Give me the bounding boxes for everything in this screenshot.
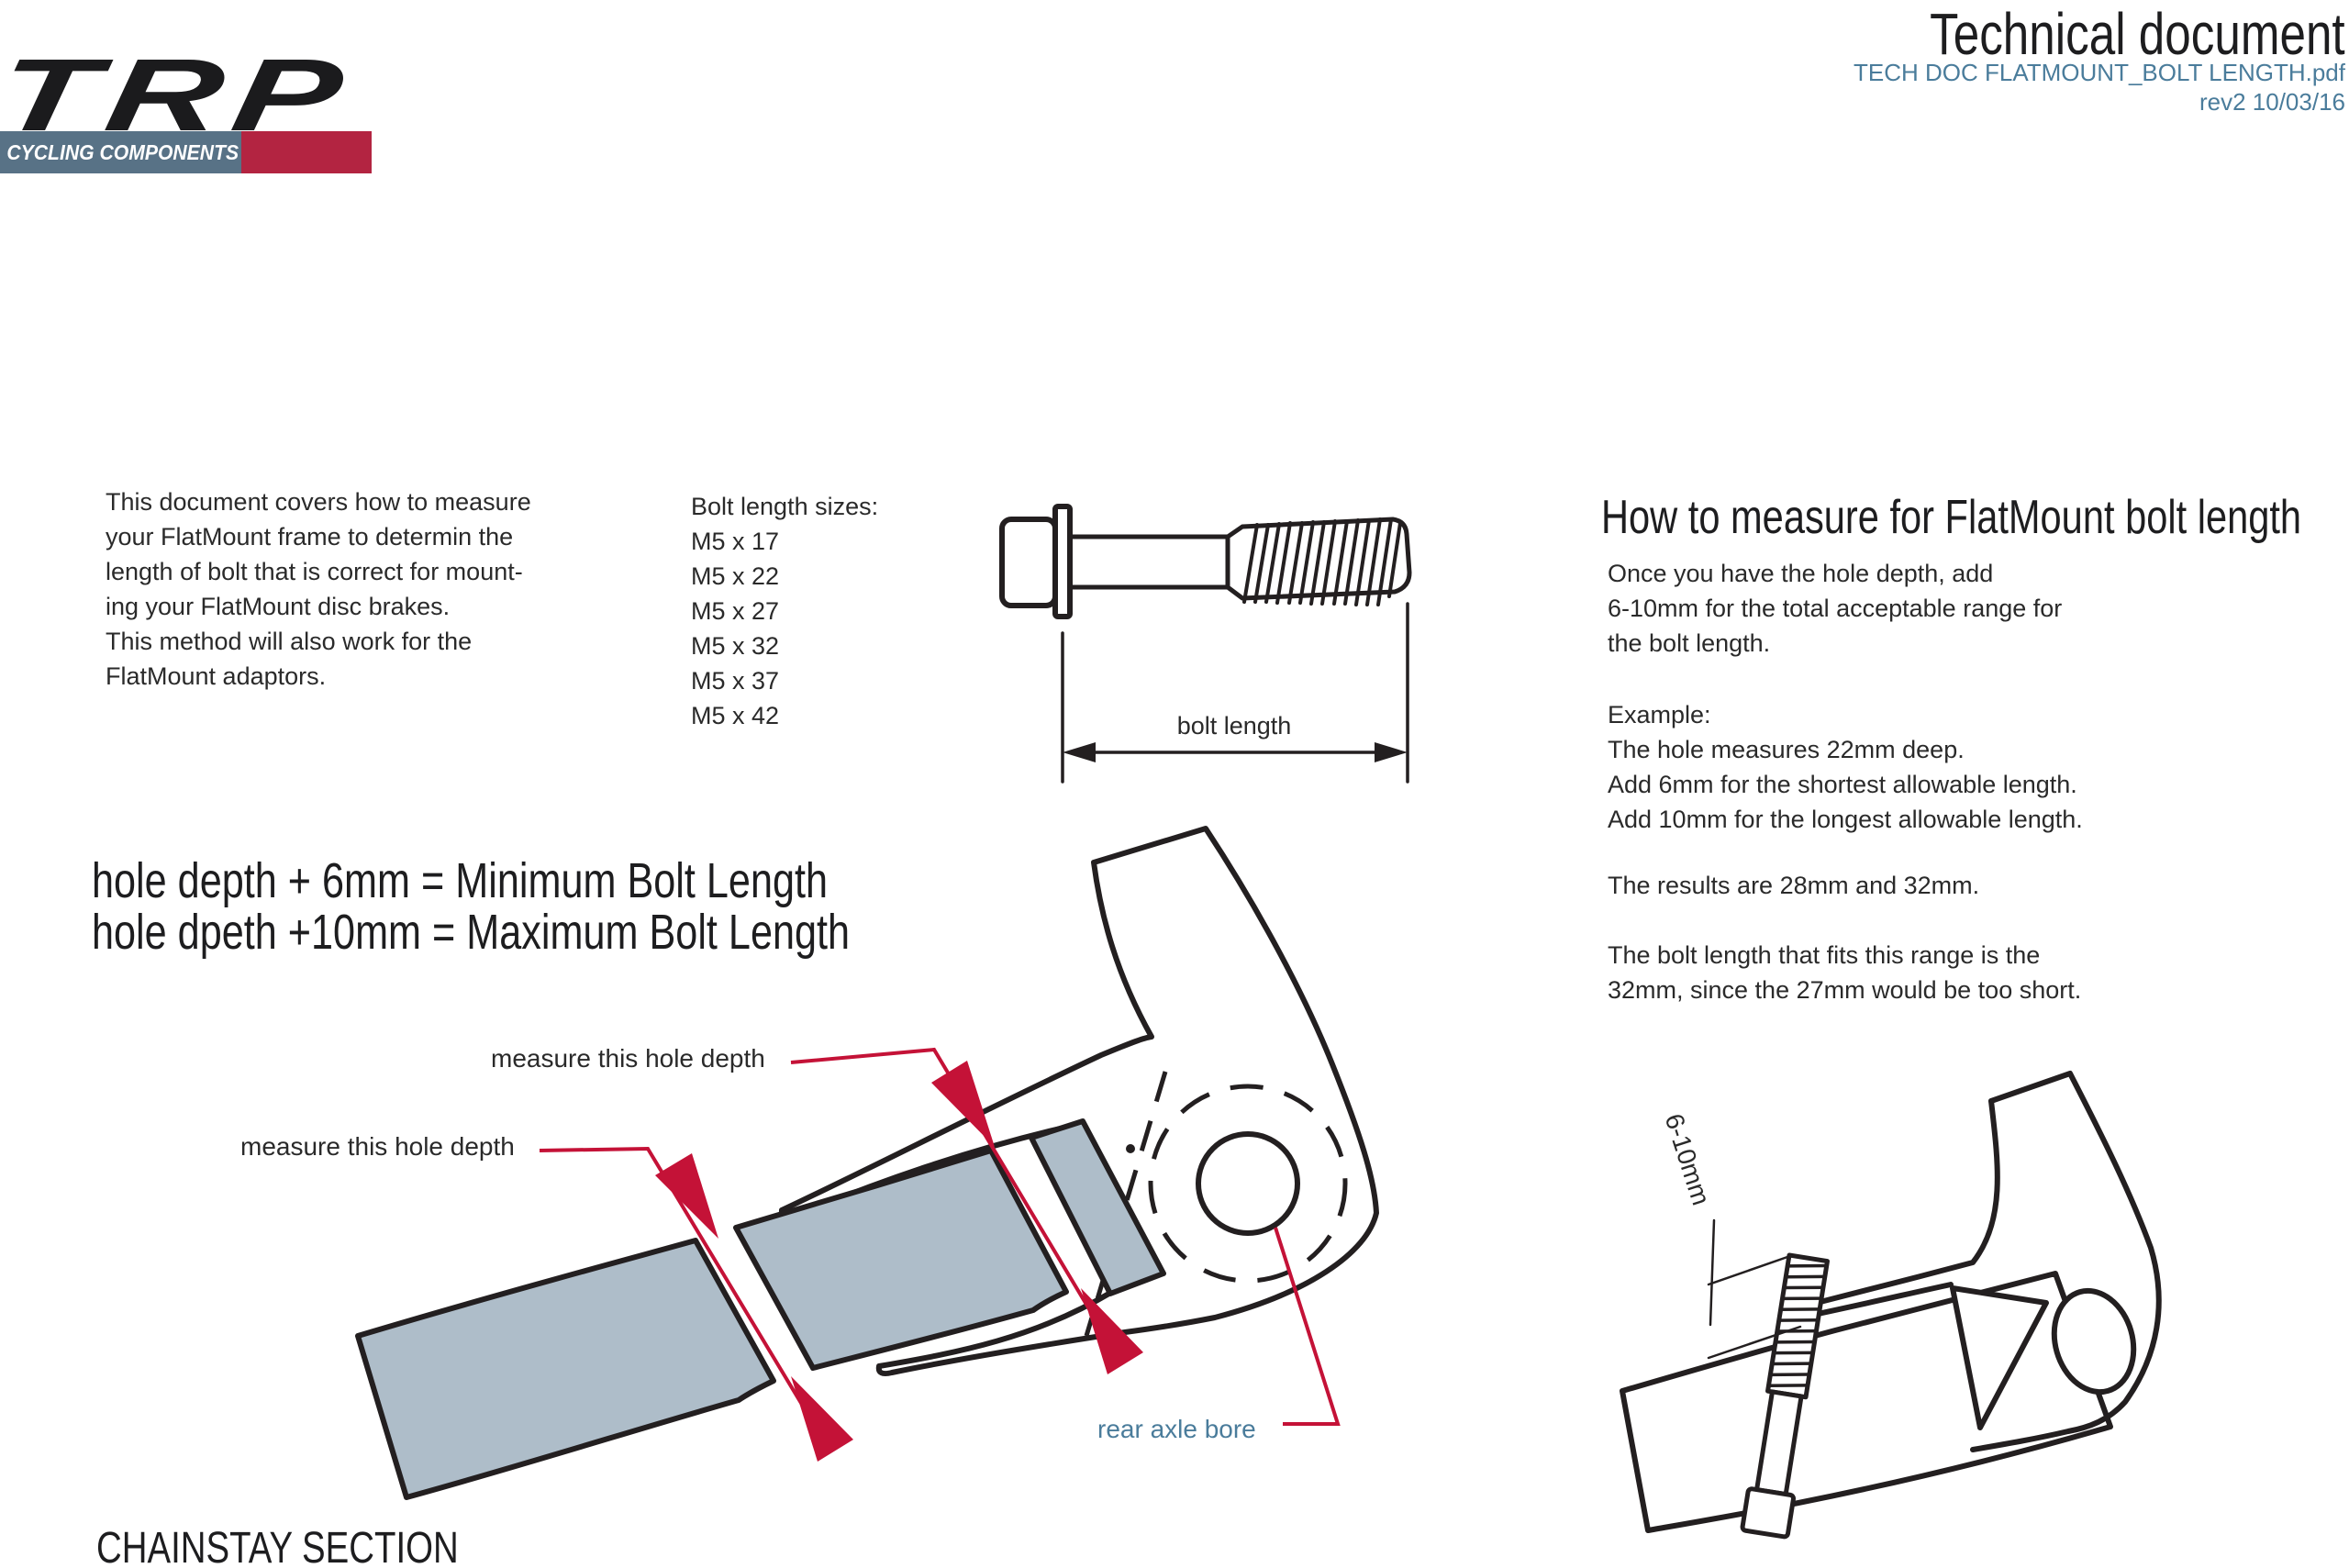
example-line: Example: [1608,701,1711,728]
side-axle-oval [2051,1287,2137,1396]
bolt-size-list: Bolt length sizes: M5 x 17 M5 x 22 M5 x … [691,489,878,733]
side-bolt-head [1740,1486,1796,1540]
conclusion-block: The bolt length that fits this range is … [1608,938,2081,1007]
conclusion-line: 32mm, since the 27mm would be too short. [1608,976,2082,1004]
bolt-diagram [999,504,1412,784]
axle-dashed-circle [1148,1084,1348,1284]
flatmount-dropout-outline [778,826,1379,1377]
example-line: Add 6mm for the shortest allowable lengt… [1608,771,2077,798]
hole2-leader-line [790,1047,1116,1352]
bolt-size-list-title: Bolt length sizes: [691,493,879,520]
how-to-heading: How to measure for FlatMount bolt length [1601,491,2302,544]
intro-line: FlatMount adaptors. [106,662,327,690]
tube-segment-right [1029,1118,1166,1296]
side-bolt-thread-hatch [1766,1263,1829,1387]
example-line: The hole measures 22mm deep. [1608,736,1965,763]
doc-revision: rev2 10/03/16 [2199,88,2345,116]
intro-line: This method will also work for the [106,628,473,655]
side-triangle-cutout [1950,1285,2049,1430]
example-block: Example: The hole measures 22mm deep. Ad… [1608,697,2083,837]
rear-axle-bore-circle [1196,1131,1300,1236]
bolt-head [999,517,1058,608]
logo-bar-blue: CYCLING COMPONENTS [0,131,241,173]
bolt-size-item: M5 x 27 [691,597,780,625]
side-dropout-right [1970,1071,2162,1452]
intro-line: your FlatMount frame to determin the [106,523,514,550]
bolt-size-item: M5 x 32 [691,632,780,660]
formula-min: hole depth + 6mm = Minimum Bolt Length [92,853,829,908]
hole-depth-label-upper: measure this hole depth [491,1044,765,1073]
doc-file-name: TECH DOC FLATMOUNT_BOLT LENGTH.pdf [1854,59,2345,86]
logo-bar-red-block [241,131,372,173]
bolt-size-item: M5 x 17 [691,528,780,555]
rear-axle-bore-label: rear axle bore [1097,1415,1256,1443]
bolt-thread-hatch [1242,517,1402,606]
hidden-edge-dashed-line [1084,1071,1168,1337]
rear-axle-leader-line [1274,1227,1341,1426]
bolt-size-item: M5 x 37 [691,667,780,695]
tube-segment-left [355,1238,776,1500]
result-line: The results are 28mm and 32mm. [1608,872,1980,899]
intro-paragraph: This document covers how to measure your… [106,484,531,694]
how-to-intro-line: 6-10mm for the total acceptable range fo… [1608,595,2063,622]
bolt-shaft [1067,534,1232,590]
side-view-diagram [1620,1071,2162,1540]
hole1-arrow-bottom [791,1376,853,1462]
intro-line: This document covers how to measure [106,488,531,516]
formula-block: hole depth + 6mm = Minimum Bolt Length h… [92,855,1040,958]
how-to-intro: Once you have the hole depth, add 6-10mm… [1608,556,2062,661]
chainstay-section-caption: CHAINSTAY SECTION [96,1524,459,1568]
hole2-arrow-top [931,1061,995,1147]
hole-depth-markers [539,1047,1341,1462]
bolt-size-item: M5 x 42 [691,702,780,729]
intro-line: ing your FlatMount disc brakes. [106,593,451,620]
side-dimension-ticks [1707,1218,1802,1360]
doc-type-title: Technical document [1930,1,2345,67]
conclusion-line: The bolt length that fits this range is … [1608,941,2041,969]
logo-tagline: CYCLING COMPONENTS [6,139,239,164]
example-line: Add 10mm for the longest allowable lengt… [1608,806,2083,833]
hole1-leader-line [539,1146,828,1446]
intro-line: length of bolt that is correct for mount… [106,558,523,585]
hole-depth-label-lower: measure this hole depth [240,1132,515,1161]
bolt-length-label: bolt length [1176,712,1292,740]
bolt-size-item: M5 x 22 [691,562,780,590]
tube-segment-middle [733,1148,1069,1371]
hole2-arrow-bottom [1081,1288,1143,1374]
chainstay-tube [355,1118,1166,1500]
logo-bar: CYCLING COMPONENTS [0,131,372,173]
center-dot [1126,1144,1135,1153]
how-to-intro-line: Once you have the hole depth, add [1608,560,1994,587]
bolt-flange [1052,504,1073,619]
formula-max: hole dpeth +10mm = Maximum Bolt Length [92,905,851,960]
side-bolt [1740,1252,1830,1540]
chainstay-diagram [355,826,1379,1500]
how-to-intro-line: the bolt length. [1608,629,1771,657]
bolt-length-dimension [1061,602,1409,784]
side-dropout-left [1797,1098,2000,1320]
hole1-arrow-top [655,1153,718,1239]
